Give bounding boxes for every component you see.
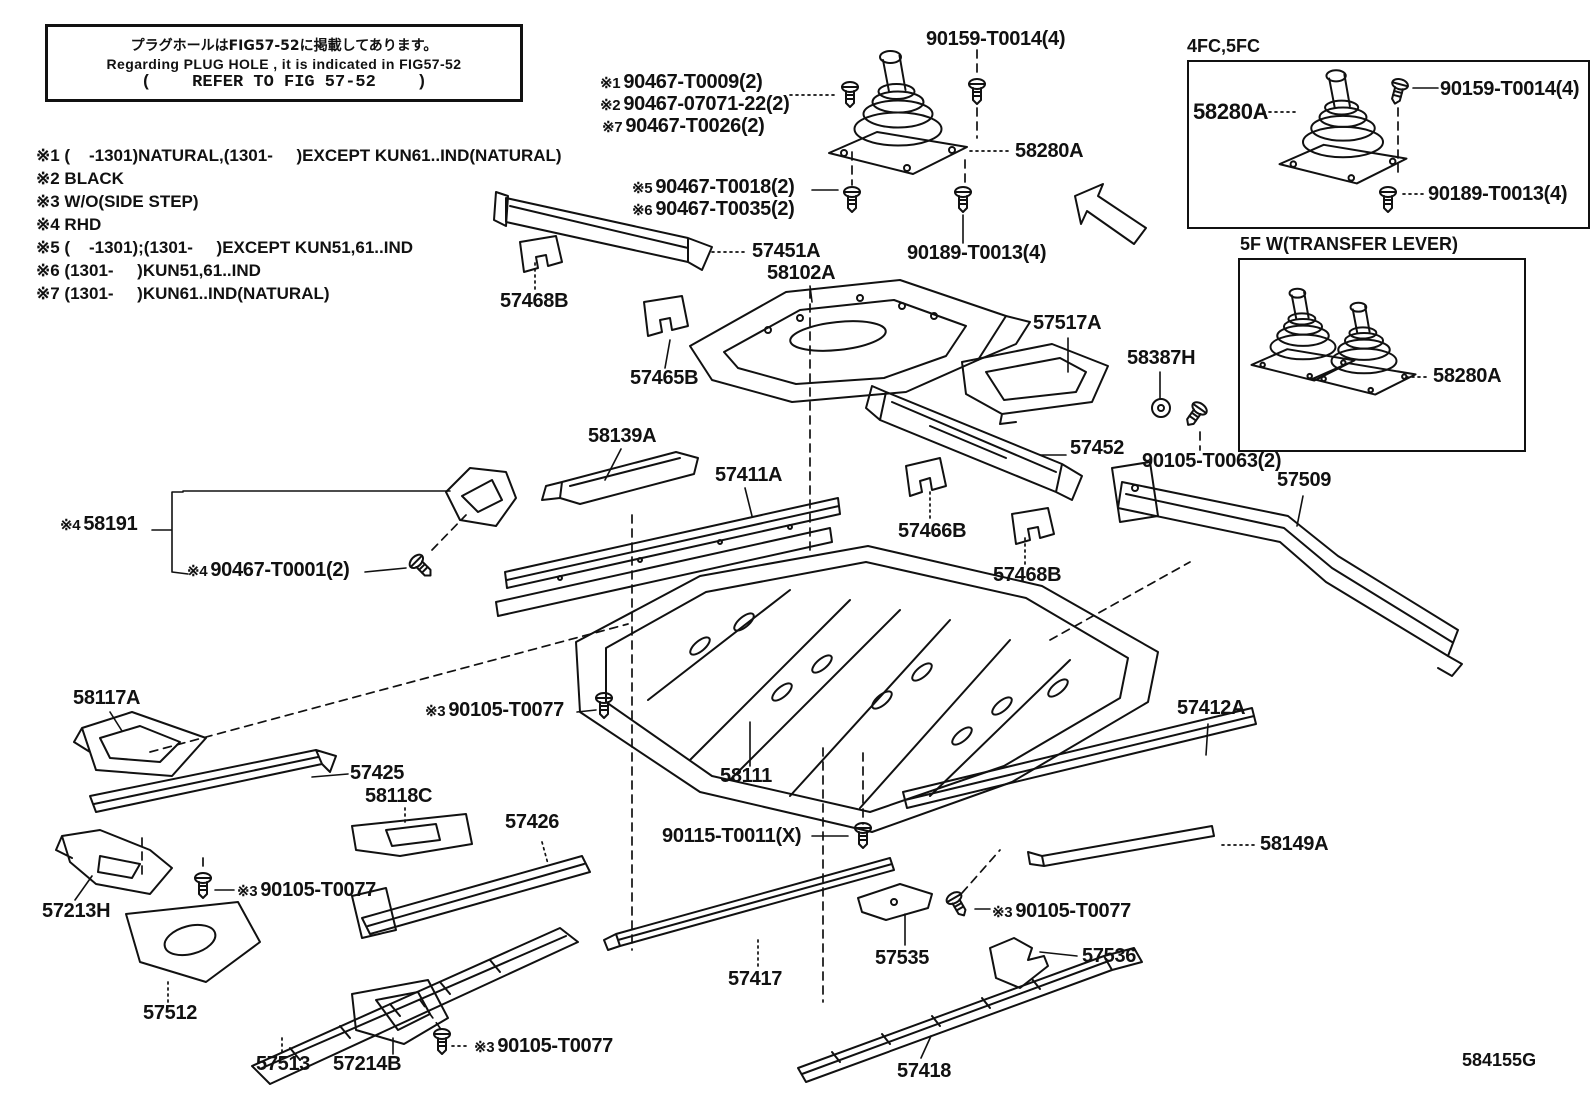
part-label: 57411A: [715, 464, 783, 486]
inset-4fc5fc-box: [1187, 60, 1590, 229]
part-label: 58280A: [1193, 99, 1269, 124]
dotted-leaders: [168, 95, 1430, 1055]
part-label: 58117A: [73, 687, 141, 709]
part-label: 90159-T0014(4): [926, 28, 1066, 50]
part-label: 57418: [897, 1060, 952, 1082]
part-label: 57536: [1082, 945, 1137, 967]
legend-item: ※7 (1301- )KUN61..IND(NATURAL): [36, 284, 330, 303]
legend-item: ※1 ( -1301)NATURAL,(1301- )EXCEPT KUN61.…: [36, 146, 562, 165]
legend: ※1 ( -1301)NATURAL,(1301- )EXCEPT KUN61.…: [36, 144, 562, 305]
part-label: 57452: [1070, 437, 1125, 459]
direction-arrow-icon: [1075, 184, 1146, 244]
part-label: 90189-T0013(4): [907, 242, 1047, 264]
part-label: 90159-T0014(4): [1440, 78, 1580, 100]
part-label: 58139A: [588, 425, 657, 447]
inset-transfer-title: 5F W(TRANSFER LEVER): [1240, 234, 1458, 254]
part-label: 58149A: [1260, 833, 1329, 855]
part-label: 58387H: [1127, 347, 1196, 369]
part-label: 90189-T0013(4): [1428, 183, 1568, 205]
part-label: 57417: [728, 968, 783, 990]
part-label: 57509: [1277, 469, 1332, 491]
part-label: 57512: [143, 1002, 198, 1024]
part-label: 57213H: [42, 900, 111, 922]
part-label: 57517A: [1033, 312, 1102, 334]
legend-item: ※6 (1301- )KUN51,61..IND: [36, 261, 261, 280]
note-refer-text: ( REFER TO FIG 57-52 ): [141, 72, 427, 92]
part-label: 58280A: [1433, 365, 1502, 387]
dashed-lines: [142, 50, 1398, 1028]
part-label: 57465B: [630, 367, 699, 389]
part-label: 57468B: [500, 290, 569, 312]
legend-item: ※3 W/O(SIDE STEP): [36, 192, 199, 211]
part-label: 57535: [875, 947, 930, 969]
part-label: 57426: [505, 811, 560, 833]
diagram-code: 584155G: [1462, 1050, 1537, 1070]
legend-item: ※5 ( -1301);(1301- )EXCEPT KUN51,61..IND: [36, 238, 414, 257]
legend-item: ※4 RHD: [36, 215, 102, 234]
inset-transfer-box: [1238, 258, 1526, 452]
part-label: 58118C: [365, 785, 433, 807]
part-label: 90115-T0011(X): [662, 825, 802, 847]
part-label: 57468B: [993, 564, 1062, 586]
part-label: 57412A: [1177, 697, 1246, 719]
part-label: 57513: [256, 1053, 311, 1075]
leader-lines: [75, 88, 1438, 1058]
part-label: 58111: [720, 765, 772, 787]
note-japanese-text: プラグホールはFIG57-52に掲載してあります。: [130, 37, 438, 54]
part-label: 57425: [350, 762, 405, 784]
plug-hole-note: プラグホールはFIG57-52に掲載してあります。 Regarding PLUG…: [45, 24, 523, 102]
part-label: 57214B: [333, 1053, 402, 1075]
parts-shapes: [56, 49, 1462, 1084]
inset-4fc5fc-title: 4FC,5FC: [1187, 36, 1261, 56]
note-english-text: Regarding PLUG HOLE , it is indicated in…: [106, 55, 462, 72]
part-label: 57451A: [752, 240, 821, 262]
part-label: 57466B: [898, 520, 967, 542]
part-label: 90105-T0063(2): [1142, 450, 1282, 472]
part-label: 58280A: [1015, 140, 1084, 162]
legend-item: ※2 BLACK: [36, 169, 124, 188]
part-label: 58102A: [767, 262, 836, 284]
